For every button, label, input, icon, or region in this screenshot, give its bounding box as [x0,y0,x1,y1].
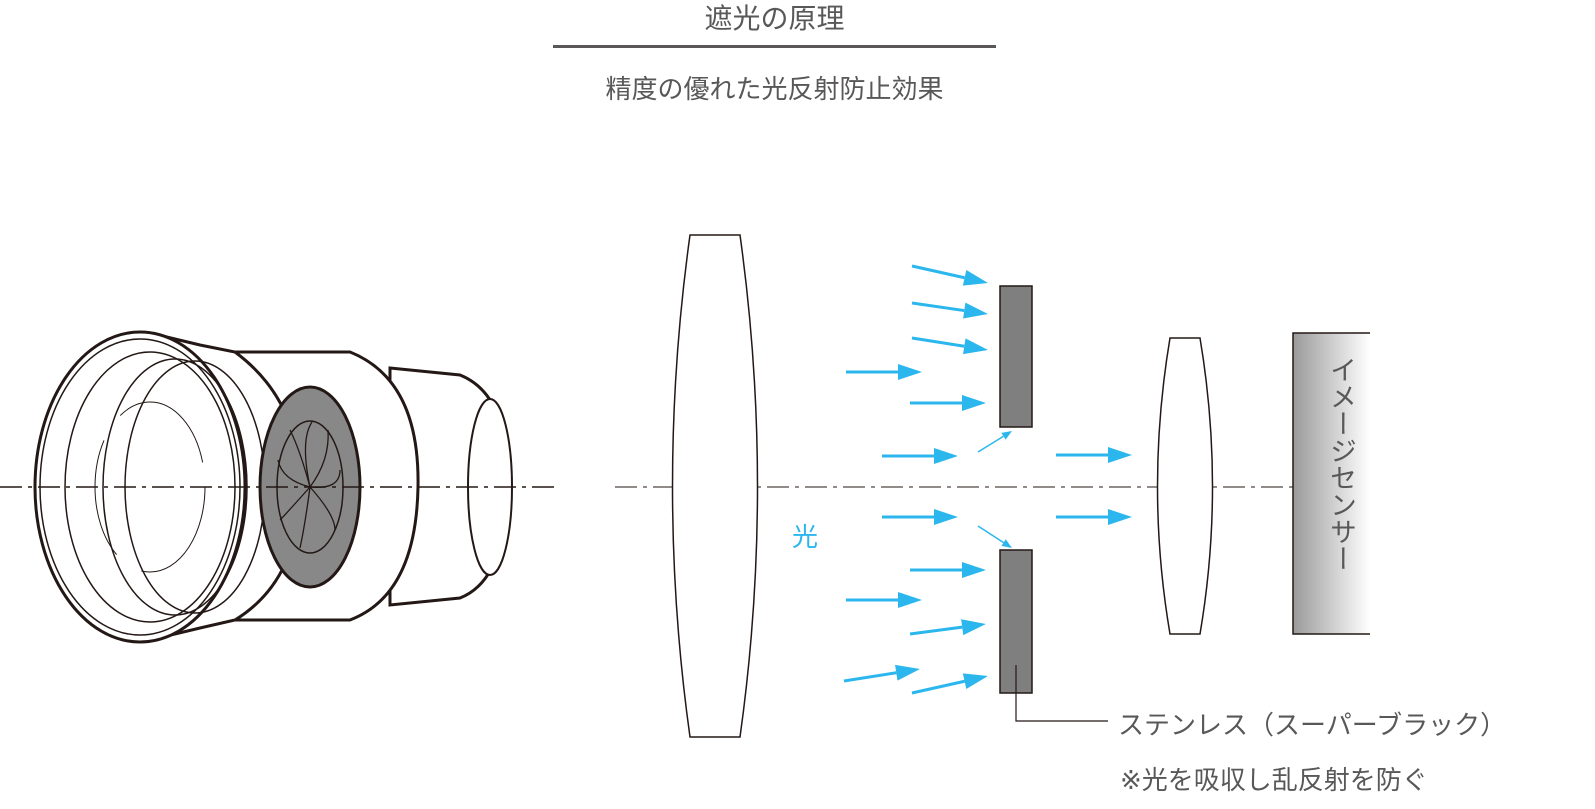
light-arrow-head [962,562,986,578]
light-label: 光 [792,523,819,553]
light-arrow-shaft [843,671,897,683]
light-arrow-head [1108,447,1132,463]
light-arrow-head [1108,509,1132,525]
title-divider [553,45,996,48]
light-arrow-head [1001,431,1012,440]
light-arrow-head [963,338,988,355]
light-arrow-head [895,664,920,681]
front-lens [671,234,759,738]
light-arrow-head [961,619,986,636]
image-sensor [1292,332,1370,635]
light-arrow-head [962,395,986,411]
light-arrow-head [963,302,988,319]
light-arrow-head [962,673,988,690]
page-title: 遮光の原理 [704,2,845,35]
light-arrows [843,264,1132,695]
light-arrow-shaft [911,336,965,348]
light-arrow-head [898,364,922,380]
light-arrow-head [898,592,922,608]
page-subtitle: 精度の優れた光反射防止効果 [605,75,944,105]
light-arrow-shaft [911,679,965,695]
light-arrow-shaft [977,525,1005,544]
material-note: ※光を吸収し乱反射を防ぐ [1120,766,1428,796]
rear-lens [1156,337,1214,635]
light-arrow-head [934,509,958,525]
material-label: ステンレス（スーパーブラック） [1118,711,1507,741]
leader-line [1015,665,1108,722]
light-arrow-head [962,269,988,286]
light-arrow-shaft [909,625,963,636]
stainless-plate-top [999,285,1033,428]
light-arrow-shaft [911,264,965,280]
image-sensor-label: イメージセンサー [1325,356,1356,572]
stainless-plate-bottom [999,549,1033,694]
light-arrow-shaft [977,435,1004,453]
light-arrow-shaft [911,301,965,313]
light-arrow-head [934,448,958,464]
light-arrow-head [1001,539,1012,548]
